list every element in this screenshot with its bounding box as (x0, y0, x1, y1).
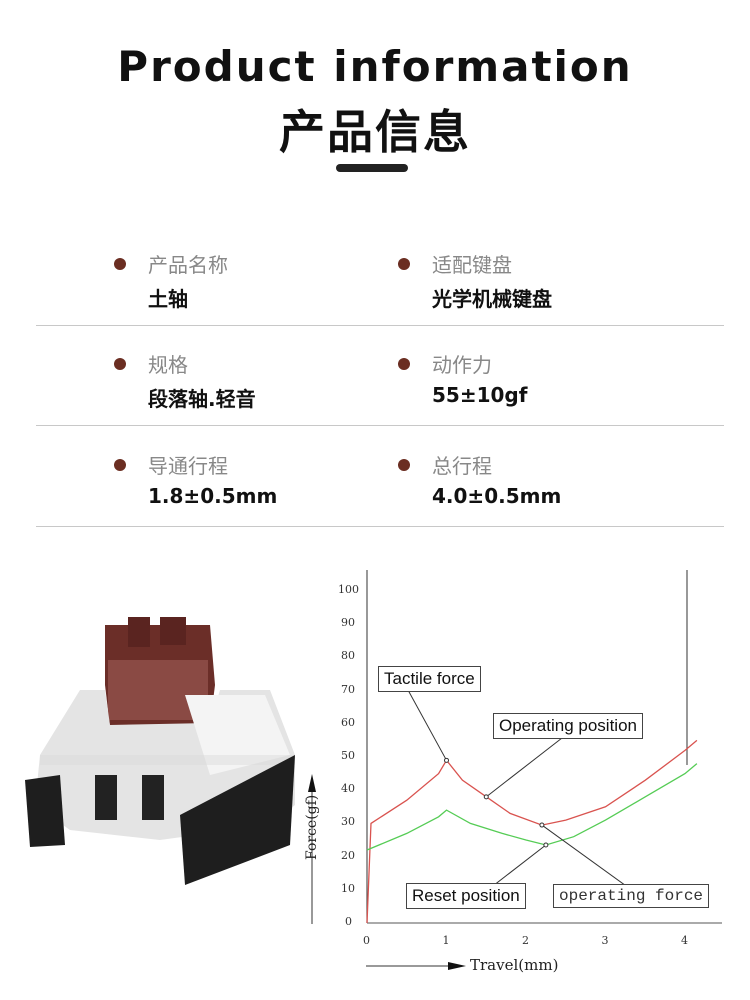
callout-reset-position: Reset position (406, 883, 526, 909)
bullet-dot-icon (398, 459, 410, 471)
chart-plot (308, 570, 722, 970)
series-line-release (366, 763, 698, 851)
x-axis-label: Travel(mm) (470, 956, 559, 974)
y-tick-label: 10 (341, 881, 355, 895)
spec-value: 光学机械键盘 (432, 287, 552, 311)
spec-label: 总行程 (432, 454, 492, 478)
bullet-dot-icon (114, 459, 126, 471)
y-tick-label: 60 (341, 715, 355, 729)
switch-product-image (25, 617, 295, 885)
bullet-dot-icon (398, 258, 410, 270)
bullet-dot-icon (114, 358, 126, 370)
annotation-marker-icon (444, 757, 449, 763)
y-tick-label: 90 (341, 616, 355, 630)
x-tick-label: 3 (601, 934, 609, 947)
bullet-dot-icon (114, 258, 126, 270)
spec-row: 导通行程 1.8±0.5mm 总行程 4.0±0.5mm (36, 426, 724, 527)
y-tick-label: 30 (341, 815, 355, 829)
annotation-marker-icon (539, 822, 545, 828)
annotation-marker-icon (543, 842, 549, 848)
spec-label: 适配键盘 (432, 253, 512, 277)
y-tick-label: 20 (341, 848, 355, 862)
x-tick-label: 2 (522, 934, 529, 947)
spec-row: 产品名称土轴 适配键盘光学机械键盘 (36, 225, 724, 326)
bullet-dot-icon (398, 358, 410, 370)
callout-operating-position: Operating position (493, 713, 643, 739)
spec-label: 产品名称 (148, 253, 228, 277)
y-axis-label: Force(gf) (304, 794, 320, 860)
x-tick-label: 1 (442, 934, 450, 947)
spec-value: 55±10gf (432, 383, 528, 407)
title-chinese: 产品信息 (279, 105, 471, 159)
spec-value: 4.0±0.5mm (432, 484, 562, 508)
y-tick-label: 50 (341, 749, 355, 762)
y-tick-label: 70 (341, 682, 355, 696)
spec-value: 土轴 (148, 287, 188, 311)
y-tick-label: 40 (341, 782, 355, 796)
x-tick-label: 0 (363, 934, 370, 947)
y-tick-label: 80 (341, 649, 355, 663)
x-tick-label: 4 (681, 934, 688, 947)
annotation-marker-icon (483, 794, 489, 800)
callout-tactile-force: Tactile force (378, 666, 481, 692)
series-line-press (366, 739, 698, 924)
callout-operating-force: operating force (553, 884, 710, 908)
spec-label: 导通行程 (148, 454, 228, 478)
spec-value: 1.8±0.5mm (148, 484, 278, 508)
spec-label: 规格 (148, 353, 188, 377)
spec-label: 动作力 (432, 353, 492, 377)
spec-row: 规格段落轴.轻音 动作力 55±10gf (36, 325, 724, 426)
title-english: Product information (117, 42, 633, 91)
y-tick-label: 0 (345, 915, 352, 928)
spec-value: 段落轴.轻音 (148, 387, 256, 411)
force-travel-chart: 0 10 20 30 40 50 60 70 80 90 100 0 1 2 3 4 Force(gf) T… (300, 560, 750, 1000)
title-underline (336, 164, 408, 172)
y-tick-label: 100 (338, 583, 359, 596)
